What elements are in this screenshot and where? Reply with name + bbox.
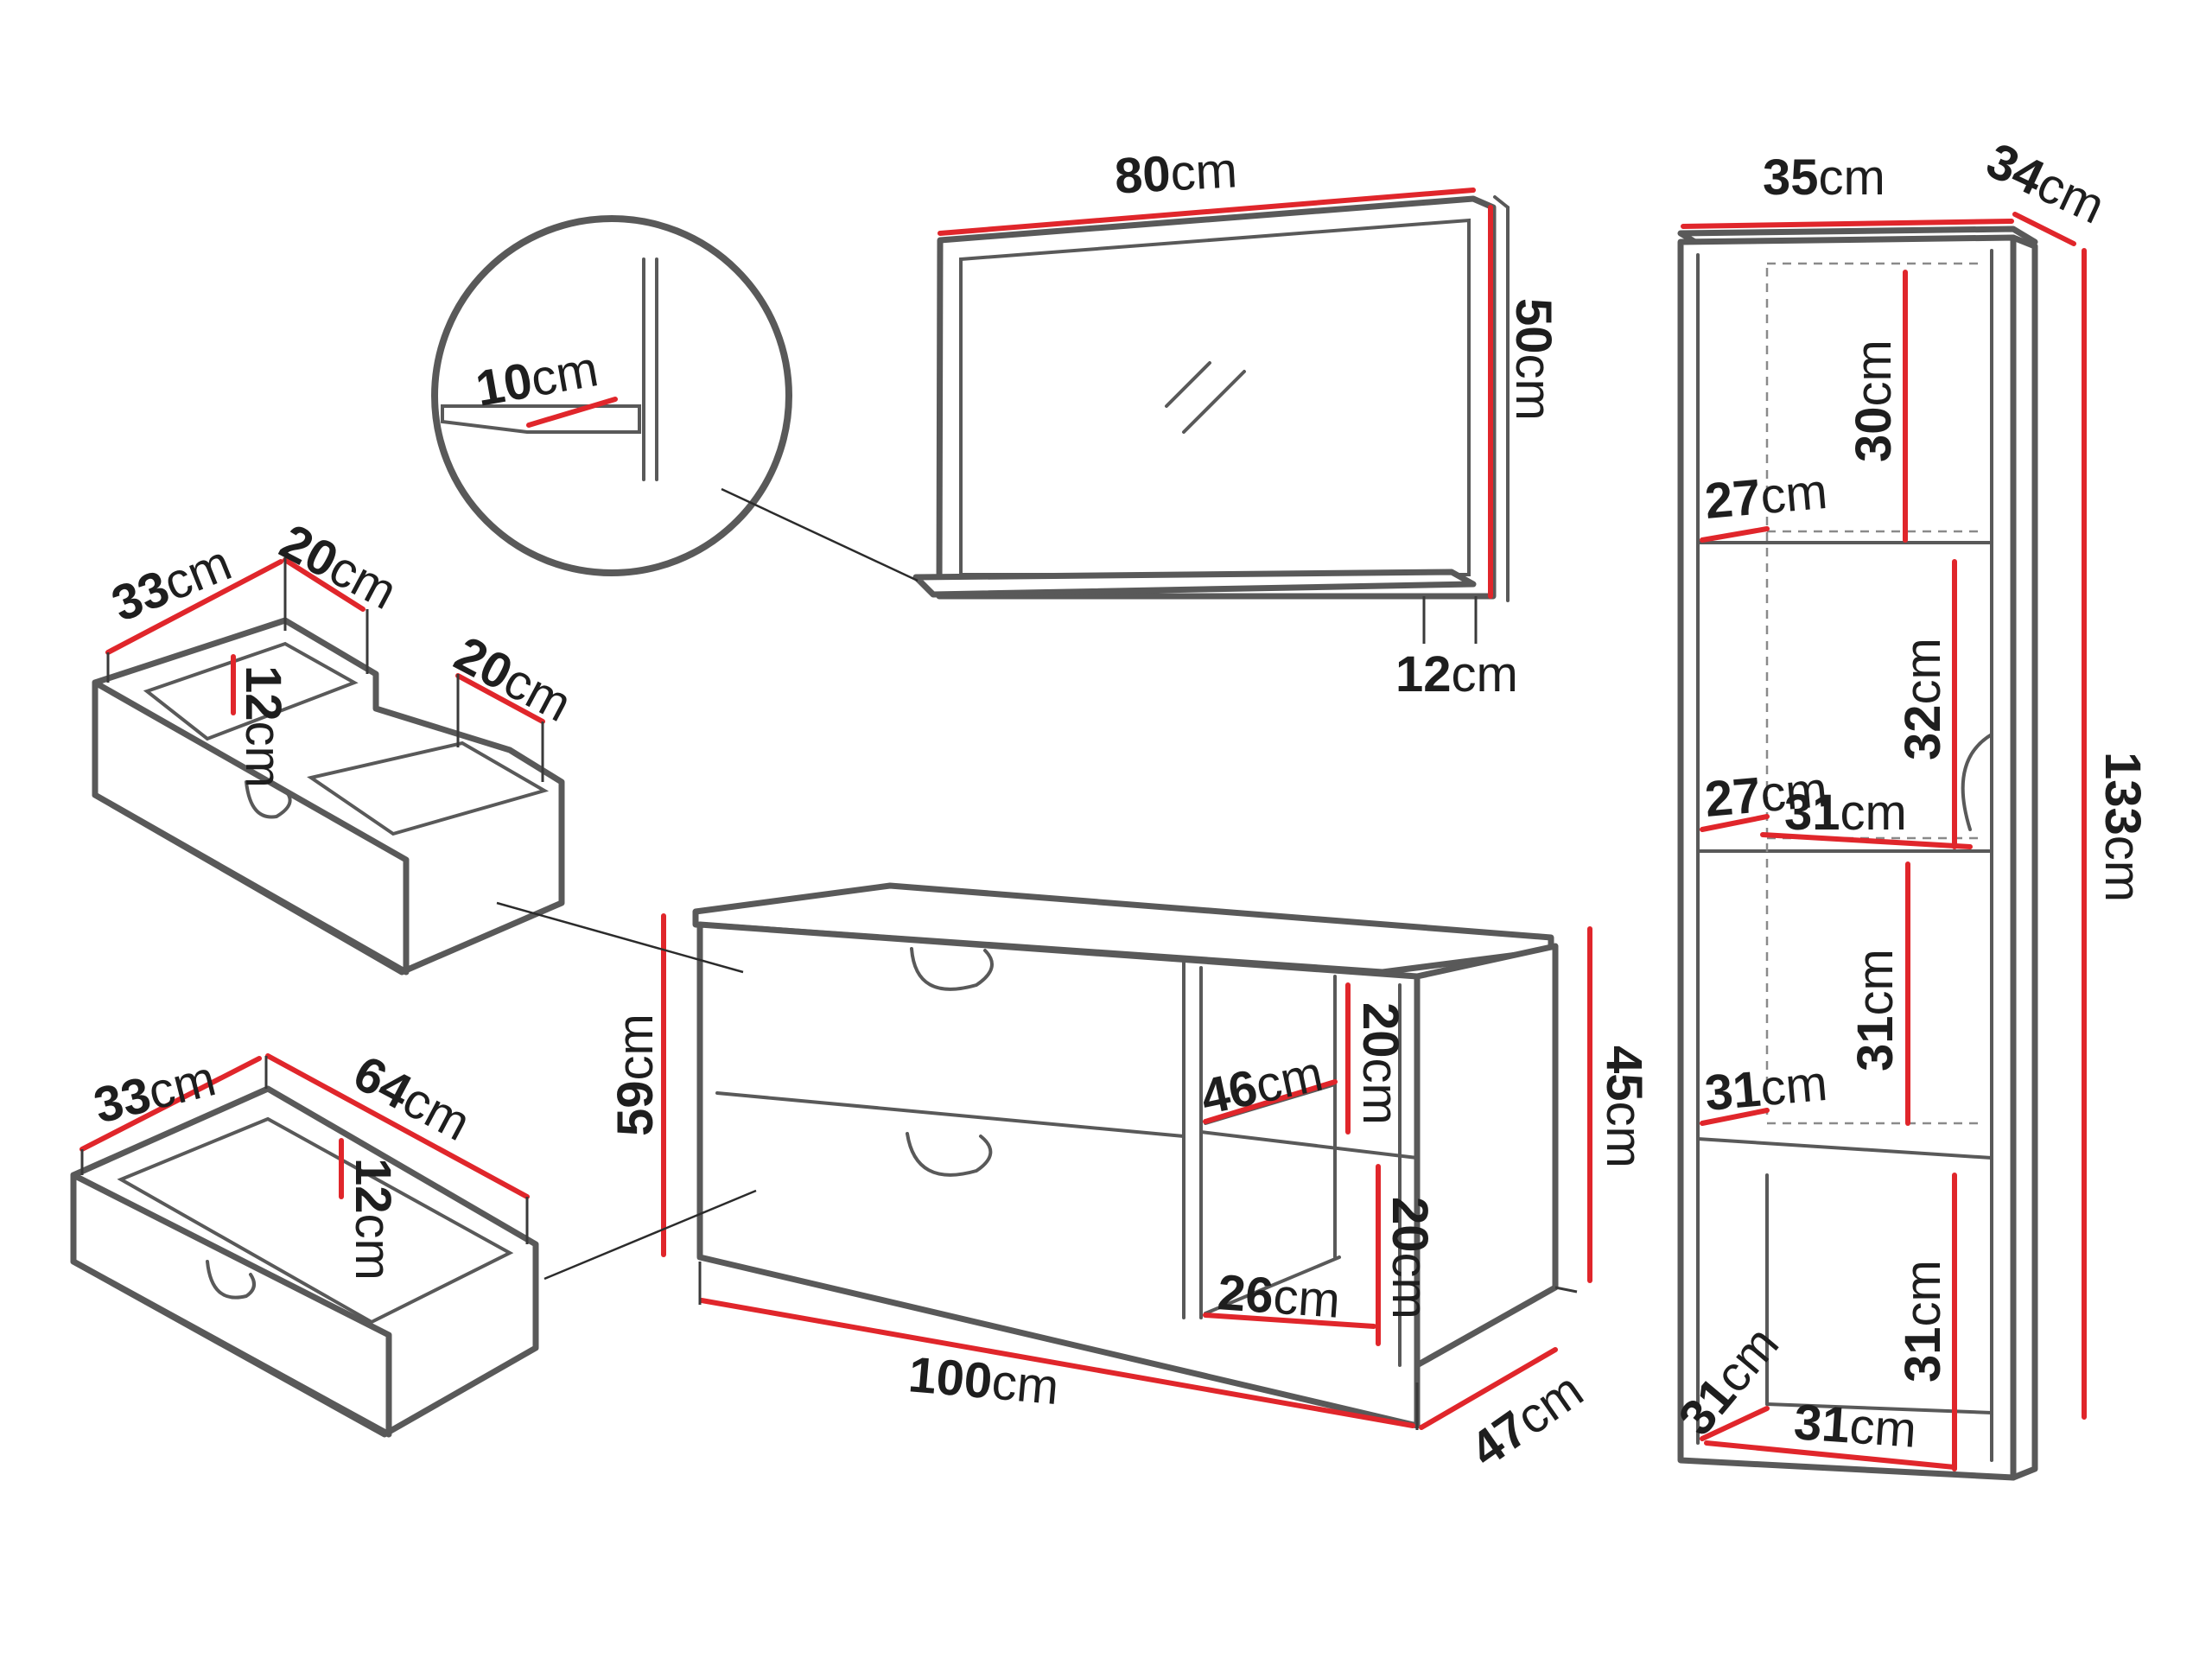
lower-drawer-width-line (79, 1056, 262, 1152)
shelf-3 (1696, 1137, 1993, 1160)
compartment-1-depth-line (1700, 526, 1770, 543)
lower-drawer-width-label: 33cm (88, 1050, 220, 1134)
mirror-width-label: 80cm (1113, 142, 1238, 204)
mirror-width-line (938, 188, 1476, 236)
lower-drawer (70, 1053, 757, 1438)
upper-drawer-leader (496, 901, 744, 974)
vanity-cabinet (661, 882, 1592, 1430)
vanity-depth-line (1419, 1347, 1558, 1430)
detail-shelf-line (526, 397, 618, 428)
mirror-height-label: 50cm (1505, 298, 1561, 421)
compartment-3-depth-label: 31cm (1702, 1055, 1829, 1122)
cabinet-depth-line (2012, 212, 2076, 246)
upper-drawer-handle (245, 780, 292, 819)
lower-drawer-handle (206, 1260, 256, 1300)
drawer-separator (715, 1091, 1185, 1138)
glass-reflection-2 (1182, 370, 1246, 434)
compartment-3-height-label: 31cm (1847, 949, 1904, 1071)
cabinet-width-label: 35cm (1763, 149, 1885, 206)
upper-drawer-front (92, 679, 410, 976)
upper-shelf-depth-line (1203, 1079, 1338, 1124)
vanity-depth-label: 47cm (1460, 1362, 1592, 1478)
vanity-side-height-label: 45cm (1596, 1046, 1652, 1168)
mirror-glass (959, 218, 1471, 576)
detail-circle (431, 215, 792, 576)
cabinet-side (2010, 234, 2038, 1481)
mirror-shelf (912, 569, 1477, 598)
cabinet-width-line (1681, 219, 2014, 229)
upper-drawer-width-line (105, 559, 283, 655)
door-handle (1961, 733, 1993, 831)
upper-shelf-depth-label: 46cm (1196, 1046, 1327, 1126)
upper-drawer-side-depth-line (455, 673, 545, 724)
compartment-2-width-label: 31cm (1784, 785, 1907, 841)
upper-drawer-height-label: 12cm (235, 665, 291, 788)
tall-cabinet (1677, 212, 2087, 1481)
lower-shelf-depth-line (1203, 1313, 1376, 1329)
mirror (912, 188, 1510, 644)
lower-drawer-leader (543, 1189, 757, 1281)
detail-leader-line (721, 487, 918, 582)
compartment-2-width-line (1760, 832, 1973, 849)
compartment-4-width-label: 31cm (1792, 1394, 1918, 1459)
vanity-shelf (1199, 1130, 1419, 1160)
compartment-4-depth-line (1700, 1406, 1770, 1441)
compartment-2-depth-label: 27cm (1702, 761, 1829, 828)
upper-drawer-side-depth-label: 20cm (446, 626, 581, 733)
compartment-4-height-label: 31cm (1895, 1260, 1951, 1382)
upper-drawer-inner-depth-line (283, 557, 365, 612)
mirror-shelf-detail (431, 215, 918, 582)
compartment-2-depth-line (1700, 814, 1770, 832)
glass-reflection-1 (1165, 361, 1211, 408)
lower-drawer-height-label: 12cm (345, 1158, 401, 1281)
upper-drawer-inner-depth-label: 20cm (271, 513, 406, 620)
lower-drawer-depth-line (265, 1053, 530, 1199)
compartment-4-width-line (1704, 1440, 1957, 1470)
lower-shelf-depth-label: 26cm (1216, 1264, 1342, 1329)
compartment-1-depth-label: 27cm (1702, 463, 1829, 530)
top-drawer-handle (910, 947, 994, 991)
vanity-width-line (699, 1298, 1415, 1428)
vanity-width-label: 100cm (906, 1346, 1061, 1415)
lower-shelf-height-label: 20cm (1382, 1197, 1438, 1319)
detail-shelf-label: 10cm (472, 340, 602, 417)
compartment-3-depth-line (1700, 1108, 1770, 1126)
compartment-1-height-label: 30cm (1846, 340, 1902, 462)
lower-drawer-front (70, 1172, 392, 1438)
bottom-drawer-handle (906, 1132, 993, 1177)
compartment-2-height-label: 32cm (1895, 638, 1951, 760)
upper-drawer (92, 557, 744, 976)
vanity-height-label: 59cm (607, 1014, 664, 1136)
upper-shelf-height-label: 20cm (1352, 1002, 1408, 1125)
cabinet-height-label: 133cm (2094, 752, 2151, 902)
mirror-shelf-depth-label: 12cm (1395, 646, 1518, 702)
vanity-front (696, 921, 1421, 1429)
